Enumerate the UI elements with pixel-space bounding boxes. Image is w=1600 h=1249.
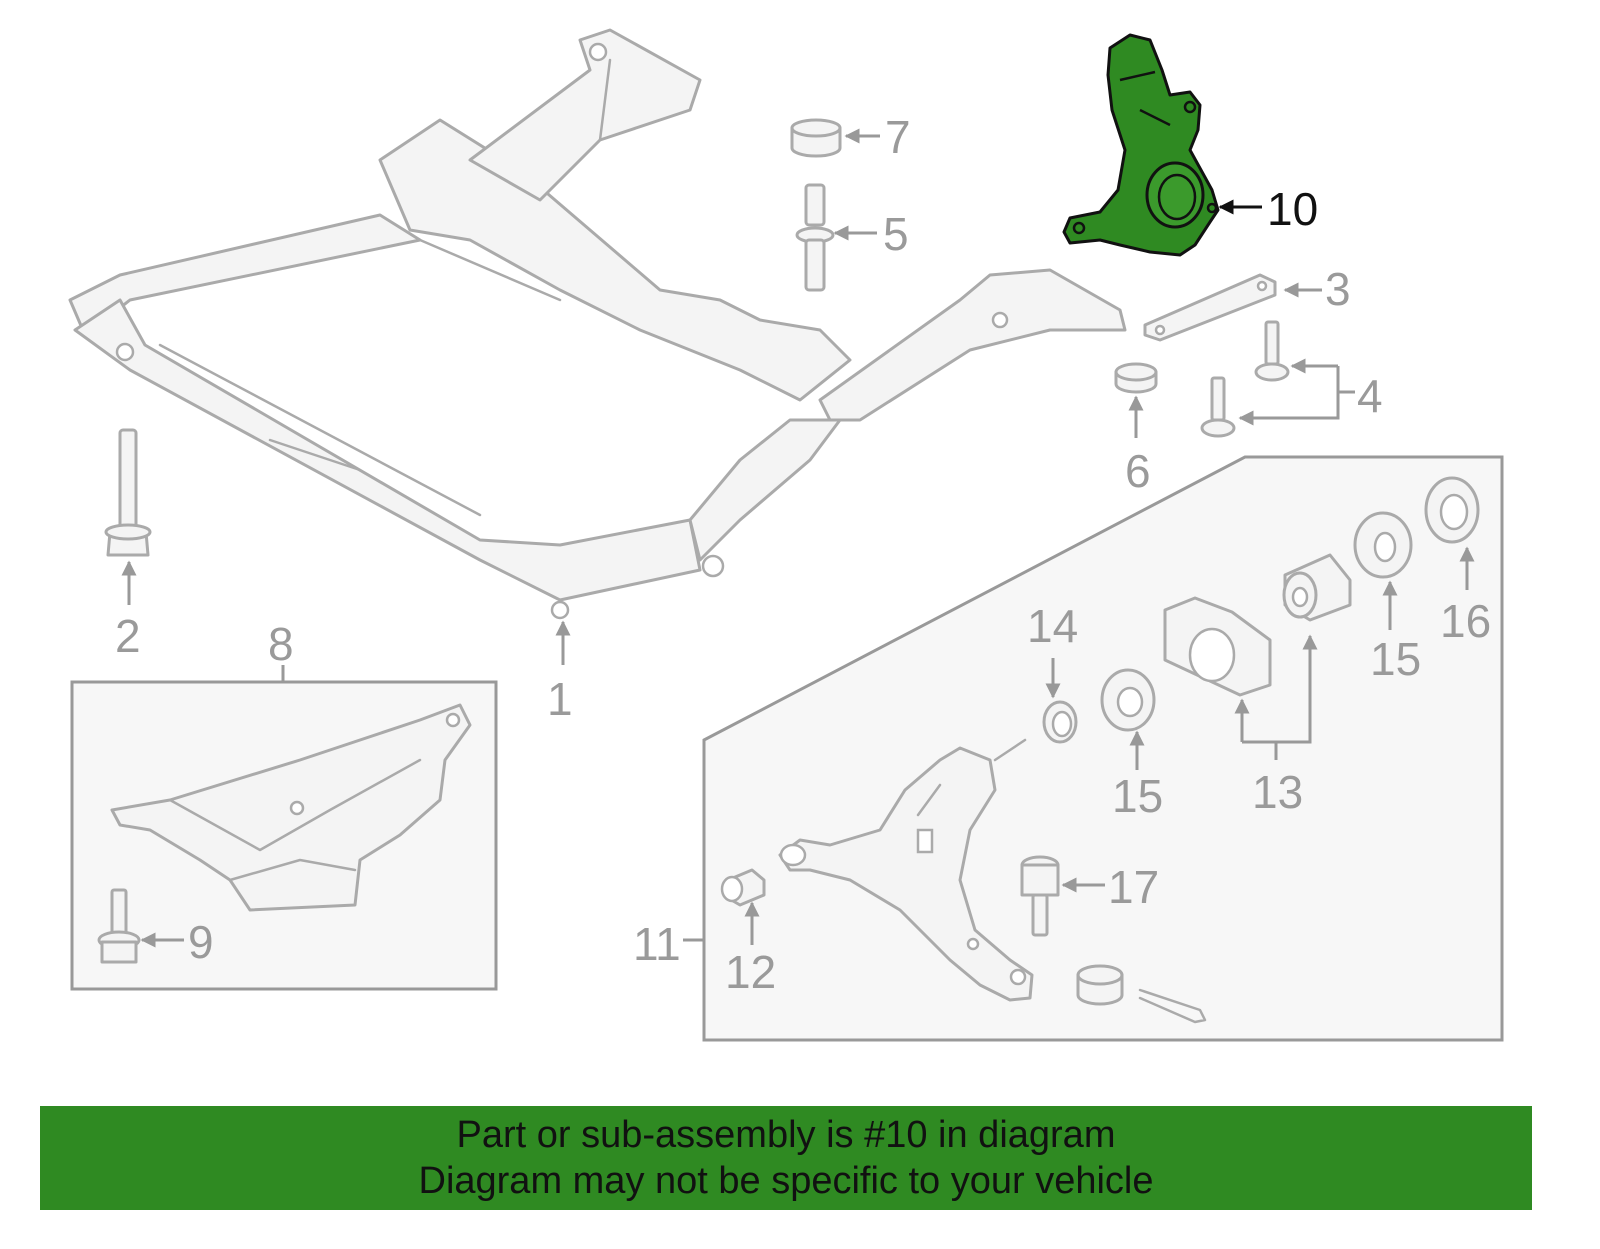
callout-14[interactable]: 14 xyxy=(1027,600,1078,652)
callout-15-left[interactable]: 15 xyxy=(1112,770,1163,822)
washer-part-15-right[interactable] xyxy=(1353,511,1413,579)
callout-leaders xyxy=(121,128,1475,948)
banner-line-1: Part or sub-assembly is #10 in diagram xyxy=(456,1114,1116,1156)
lower-control-arm-part-11[interactable] xyxy=(778,738,1034,1002)
info-banner: Part or sub-assembly is #10 in diagram D… xyxy=(40,1106,1532,1210)
callout-17[interactable]: 17 xyxy=(1108,861,1159,913)
bushing-bracket-part-13[interactable] xyxy=(1163,596,1272,697)
brace-part-8[interactable] xyxy=(110,703,472,912)
callout-2[interactable]: 2 xyxy=(115,610,141,662)
subframe-part-1[interactable] xyxy=(68,28,1127,620)
callout-5[interactable]: 5 xyxy=(883,208,909,260)
bushing-part-7[interactable] xyxy=(790,118,842,158)
bolts-part-4[interactable] xyxy=(1200,320,1290,438)
plate-part-3[interactable] xyxy=(1143,273,1277,342)
nut-part xyxy=(1076,964,1124,1006)
washer-part-15-left[interactable] xyxy=(1100,668,1156,732)
callout-13[interactable]: 13 xyxy=(1252,766,1303,818)
callout-1[interactable]: 1 xyxy=(547,673,573,725)
steering-knuckle-part-10[interactable] xyxy=(1062,33,1220,257)
callout-8[interactable]: 8 xyxy=(268,618,294,670)
ball-joint-part-17[interactable] xyxy=(1020,855,1060,937)
bolt-part-9[interactable] xyxy=(97,888,141,964)
callout-4[interactable]: 4 xyxy=(1357,370,1383,422)
callout-12[interactable]: 12 xyxy=(725,946,776,998)
nut-part-6[interactable] xyxy=(1114,362,1158,394)
bolt-part-2[interactable] xyxy=(104,428,152,557)
washer-part-16[interactable] xyxy=(1424,476,1480,544)
callout-16[interactable]: 16 xyxy=(1440,595,1491,647)
bushing-part-13[interactable] xyxy=(1282,553,1352,622)
callout-9[interactable]: 9 xyxy=(188,916,214,968)
callout-7[interactable]: 7 xyxy=(885,111,911,163)
callout-numbers: 1 2 3 4 5 6 7 8 9 10 11 12 13 14 15 15 1… xyxy=(115,111,1491,998)
cotter-pin xyxy=(1138,988,1207,1024)
stud-part-5[interactable] xyxy=(795,183,835,292)
banner-line-2: Diagram may not be specific to your vehi… xyxy=(418,1160,1154,1202)
callout-6[interactable]: 6 xyxy=(1125,445,1151,497)
callout-3[interactable]: 3 xyxy=(1325,263,1351,315)
washer-part-14[interactable] xyxy=(1042,700,1078,744)
bushing-part-12[interactable] xyxy=(720,868,766,907)
callout-11[interactable]: 11 xyxy=(633,918,681,970)
callout-10[interactable]: 10 xyxy=(1267,183,1318,235)
callout-15-right[interactable]: 15 xyxy=(1370,633,1421,685)
